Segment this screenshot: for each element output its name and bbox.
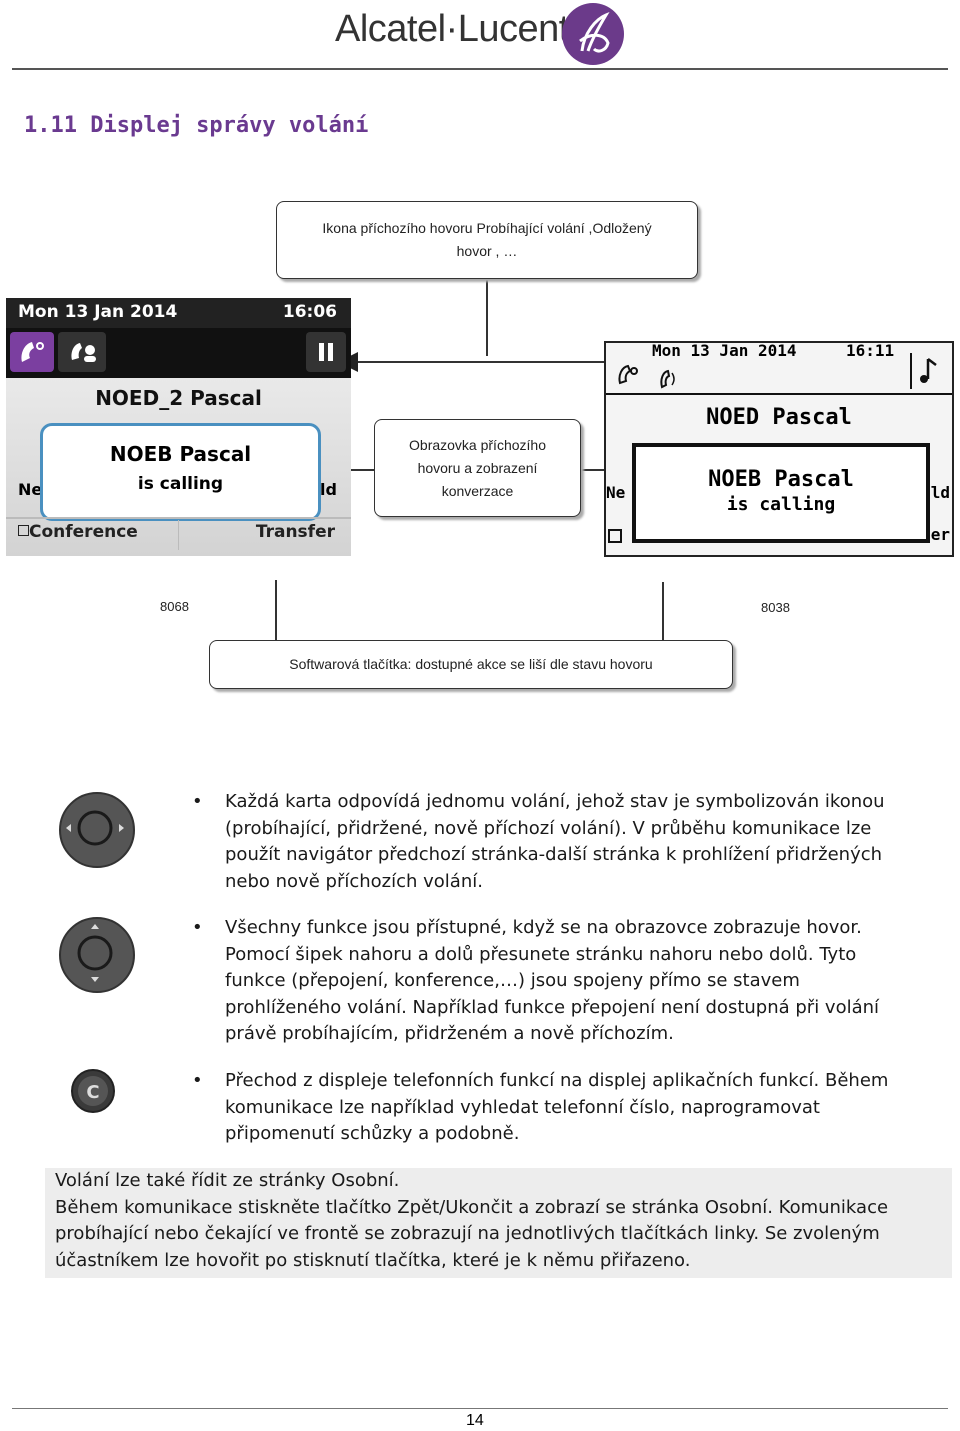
page-number: 14 bbox=[466, 1412, 484, 1429]
incoming-call-icon-mono[interactable] bbox=[614, 361, 642, 389]
softkey-transfer[interactable]: Transfer bbox=[255, 522, 335, 542]
call-tabs bbox=[6, 328, 351, 378]
section-heading: 1.11 Displej správy volání bbox=[24, 113, 369, 138]
callout-icon: Ikona příchozího hovoru Probíhající volá… bbox=[276, 201, 698, 279]
note-line: Volání lze také řídit ze stránky Osobní. bbox=[55, 1170, 400, 1191]
softkey-separator bbox=[178, 520, 179, 550]
softkey-right-mono[interactable]: er bbox=[930, 525, 950, 544]
callout-softkeys-text: Softwarová tlačítka: dostupné akce se li… bbox=[289, 656, 653, 672]
incoming-popup-mono: NOEB Pascal is calling bbox=[632, 443, 930, 543]
bullet-dot: • bbox=[192, 917, 203, 938]
model-label-8038: 8038 bbox=[761, 600, 790, 615]
softkey-checkbox-mono[interactable] bbox=[608, 529, 622, 543]
conversation-icon[interactable] bbox=[58, 332, 106, 372]
edge-left-text: Ne bbox=[18, 480, 43, 499]
note-line: Během komunikace stiskněte tlačítko Zpět… bbox=[55, 1196, 889, 1271]
softkey-conference[interactable]: Conference bbox=[18, 522, 138, 542]
back-c-icon: C bbox=[70, 1068, 118, 1116]
softkey-divider bbox=[6, 517, 351, 519]
logo-icon bbox=[562, 3, 624, 65]
model-label-8068: 8068 bbox=[160, 599, 189, 614]
date-text: Mon 13 Jan 2014 bbox=[18, 302, 178, 322]
call-title: NOED_2 Pascal bbox=[95, 386, 262, 410]
bullet-dot: • bbox=[192, 1070, 203, 1091]
bullet-text: Každá karta odpovídá jednomu volání, jeh… bbox=[225, 791, 885, 892]
callout-softkeys: Softwarová tlačítka: dostupné akce se li… bbox=[209, 640, 733, 689]
hold-icon[interactable] bbox=[306, 332, 346, 372]
callout-screen: Obrazovka příchozího hovoru a zobrazení … bbox=[374, 419, 581, 517]
svg-text:C: C bbox=[86, 1082, 99, 1103]
note-box: Volání lze také řídit ze stránky Osobní.… bbox=[45, 1168, 952, 1278]
incoming-popup: NOEB Pascal is calling bbox=[40, 423, 321, 521]
footer-rule bbox=[12, 1408, 948, 1409]
brand-name: Alcatel·Lucent bbox=[335, 8, 569, 50]
bullet-text: Přechod z displeje telefonních funkcí na… bbox=[225, 1070, 889, 1144]
conversation-icon-mono[interactable] bbox=[652, 363, 680, 393]
time-text: 16:06 bbox=[282, 302, 337, 322]
edge-left-text-mono: Ne bbox=[606, 483, 626, 502]
popup-name: NOEB Pascal bbox=[109, 442, 252, 466]
call-title-mono: NOED Pascal bbox=[706, 405, 852, 430]
callout-screen-text: Obrazovka příchozího hovoru a zobrazení … bbox=[409, 436, 546, 499]
bullet-dot: • bbox=[192, 791, 203, 812]
incoming-call-icon[interactable] bbox=[10, 332, 54, 372]
navigator-up-down-icon bbox=[56, 914, 138, 996]
navigator-left-right-icon bbox=[56, 789, 138, 871]
music-icon[interactable] bbox=[910, 353, 944, 389]
callout-icon-text: Ikona příchozího hovoru Probíhající volá… bbox=[322, 220, 652, 259]
phone-screen-8038: Mon 13 Jan 2014 16:11 NOED Pascal Ne ld … bbox=[604, 341, 954, 557]
phone-screen-8068: Mon 13 Jan 2014 16:06 NOED_2 Pascal Ne bbox=[6, 298, 351, 556]
popup-status: is calling bbox=[137, 474, 224, 494]
header-divider-mono bbox=[606, 393, 952, 395]
edge-right-text-mono: ld bbox=[930, 483, 950, 502]
date-text-mono: Mon 13 Jan 2014 bbox=[652, 341, 797, 360]
header-rule bbox=[12, 68, 948, 70]
bullet-text: Všechny funkce jsou přístupné, když se n… bbox=[225, 917, 880, 1044]
popup-name-mono: NOEB Pascal bbox=[708, 467, 854, 492]
time-text-mono: 16:11 bbox=[846, 341, 895, 360]
popup-status-mono: is calling bbox=[726, 494, 836, 515]
status-bar: Mon 13 Jan 2014 16:06 bbox=[6, 298, 351, 328]
